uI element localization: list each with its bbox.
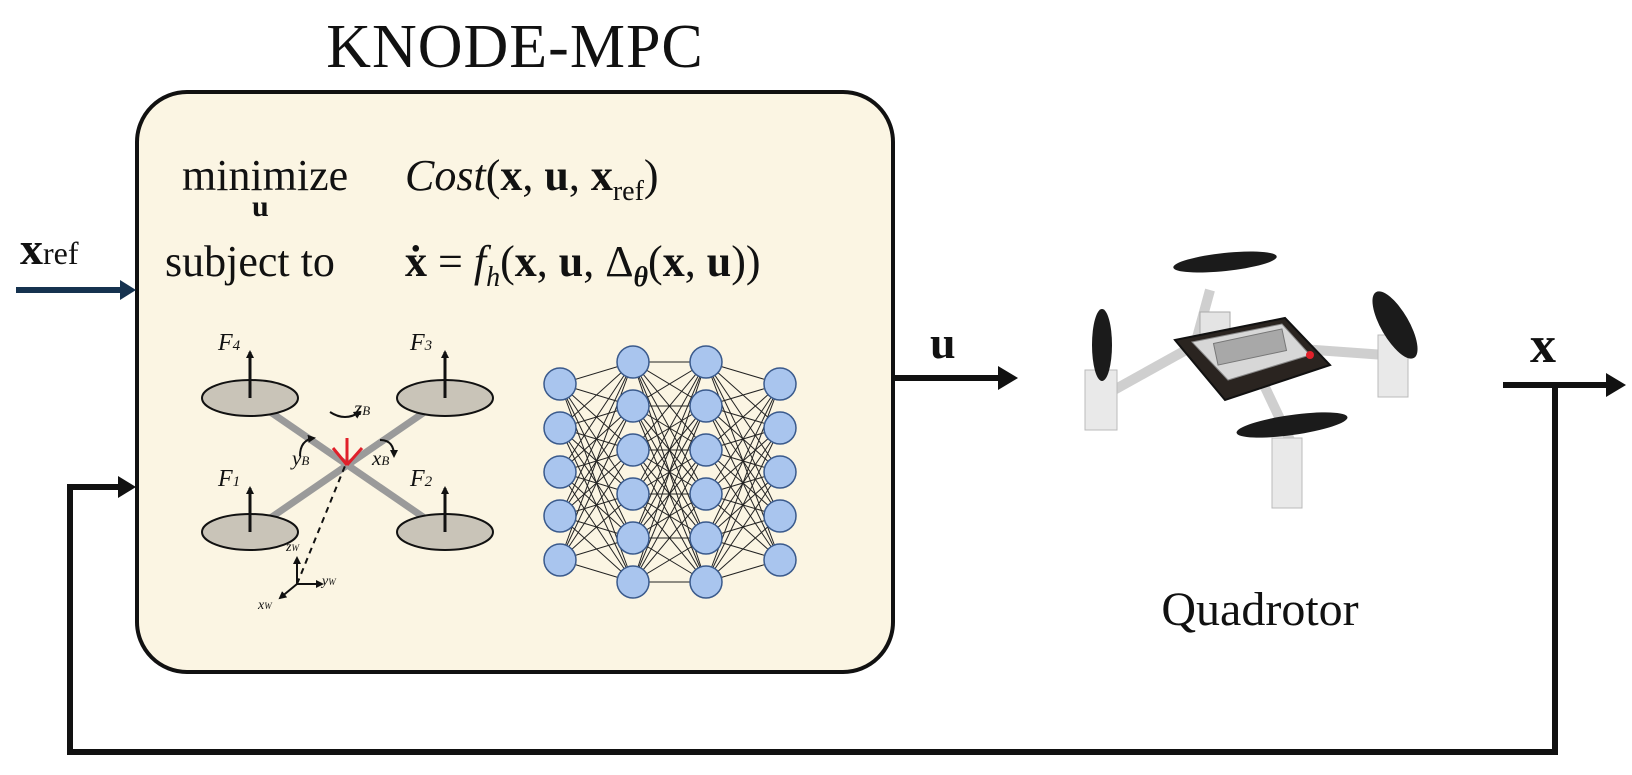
- nn-connection: [705, 383, 781, 495]
- nn-connection: [559, 361, 634, 473]
- nn-node-layer-2: [616, 345, 650, 379]
- nn-node-layer-4: [763, 543, 797, 577]
- body-axis-label-yb: yB: [292, 446, 310, 470]
- diagram-title: KNODE-MPC: [326, 13, 704, 81]
- cost-expression: Cost(x, u, xref): [405, 151, 659, 207]
- nn-node-layer-1: [543, 499, 577, 533]
- nn-node-layer-3: [689, 565, 723, 599]
- nn-node-layer-3: [689, 477, 723, 511]
- nn-node-layer-2: [616, 389, 650, 423]
- nn-connection: [632, 449, 707, 583]
- quadrotor-schematic: [201, 350, 494, 600]
- nn-connection: [705, 427, 781, 583]
- feedback-arrowhead: [118, 476, 136, 498]
- nn-node-layer-1: [543, 367, 577, 401]
- control-input-label: u: [930, 317, 956, 368]
- world-axis-label-zw: zW: [286, 540, 299, 555]
- nn-node-layer-1: [543, 455, 577, 489]
- nn-node-layer-4: [763, 499, 797, 533]
- nn-node-layer-4: [763, 367, 797, 401]
- nn-connection: [632, 493, 707, 583]
- nn-node-layer-3: [689, 521, 723, 555]
- control-arrowhead: [998, 366, 1018, 390]
- nn-node-layer-3: [689, 433, 723, 467]
- force-label-f2: F2: [410, 466, 433, 492]
- feedback-loop: [67, 385, 1558, 755]
- output-arrowhead: [1606, 373, 1626, 397]
- nn-node-layer-2: [616, 565, 650, 599]
- nn-node-layer-1: [543, 411, 577, 445]
- minimize-variable: u: [252, 190, 269, 223]
- subject-to-keyword: subject to: [165, 237, 335, 286]
- nn-connection: [705, 471, 781, 583]
- world-axis-label-yw: yW: [322, 574, 336, 589]
- nn-connection: [632, 405, 707, 583]
- force-label-f1: F1: [218, 466, 241, 492]
- nn-node-layer-3: [689, 345, 723, 379]
- force-label-f4: F4: [218, 330, 241, 356]
- quadrotor-image: [1084, 251, 1418, 509]
- state-output-label: x: [1530, 317, 1556, 374]
- nn-node-layer-2: [616, 477, 650, 511]
- reference-state-label: xref: [20, 223, 79, 274]
- body-axis-label-zb: zB: [354, 396, 371, 420]
- nn-connection: [632, 361, 707, 539]
- world-axis-label-xw: xW: [258, 598, 272, 613]
- force-label-f3: F3: [410, 330, 433, 356]
- nn-connection: [705, 383, 781, 539]
- dynamics-constraint: ẋ = fh(x, u, Δθ(x, u)): [405, 237, 761, 293]
- quadrotor-label: Quadrotor: [1161, 583, 1359, 636]
- body-axis-label-xb: xB: [372, 446, 390, 470]
- nn-connection: [632, 361, 707, 451]
- minimize-keyword: minimize: [182, 151, 349, 200]
- nn-node-layer-2: [616, 433, 650, 467]
- nn-connection: [559, 449, 634, 561]
- neural-network: [543, 345, 797, 599]
- nn-node-layer-2: [616, 521, 650, 555]
- nn-connection: [632, 361, 707, 495]
- nn-node-layer-4: [763, 455, 797, 489]
- nn-connection: [559, 361, 634, 517]
- nn-node-layer-4: [763, 411, 797, 445]
- nn-connection: [559, 405, 634, 561]
- nn-node-layer-3: [689, 389, 723, 423]
- nn-node-layer-1: [543, 543, 577, 577]
- reference-input-arrowhead: [120, 280, 136, 300]
